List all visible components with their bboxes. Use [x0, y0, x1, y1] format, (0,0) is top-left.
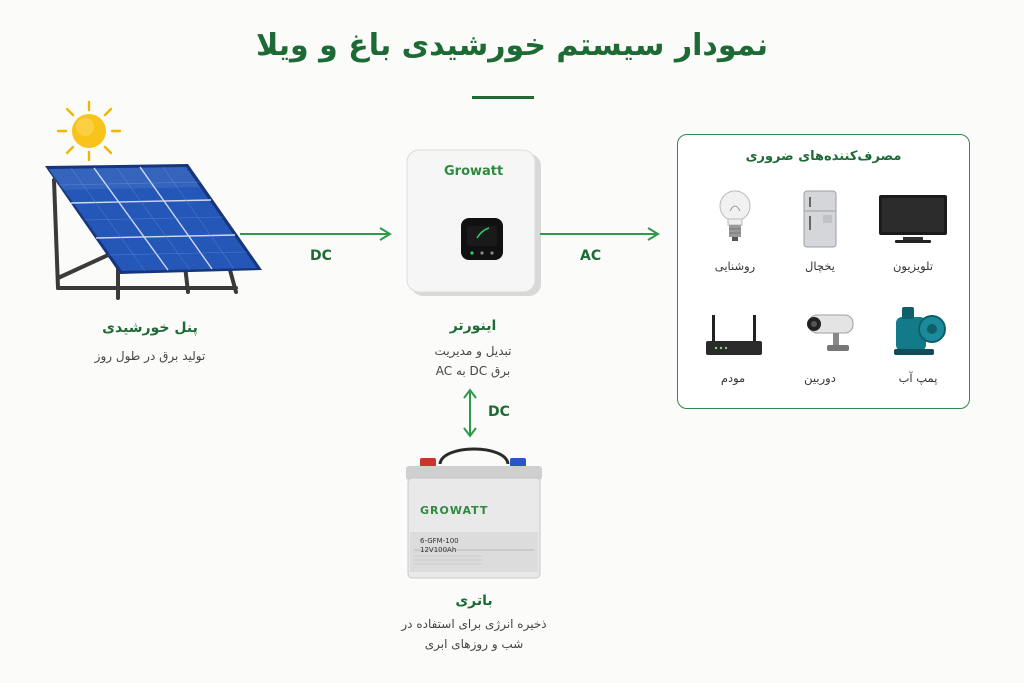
inverter-title: اینورتر: [449, 318, 497, 334]
page-title: نمودار سیستم خورشیدی باغ و ویلا: [255, 28, 769, 63]
fridge-icon: [803, 190, 837, 248]
water-pump-label: پمپ آب: [898, 371, 938, 385]
ac-label: AC: [580, 248, 602, 264]
dc-arrow-inverter-battery: [463, 388, 477, 438]
dc-label-battery: DC: [488, 404, 510, 420]
title-underline: [472, 96, 534, 99]
bulb-label: روشنایی: [714, 259, 756, 273]
cctv-camera-icon: [807, 314, 854, 351]
inverter-image: [406, 149, 541, 296]
router-icon: [706, 315, 762, 355]
dc-label-panel: DC: [310, 248, 332, 264]
fridge-label: یخچال: [805, 259, 835, 273]
battery-title: باتری: [455, 593, 493, 609]
battery-desc-line2: شب و روزهای ابری: [424, 637, 524, 651]
consumers-panel: مصرف‌کننده‌های ضروری تلویزیون یخچال روشن…: [677, 134, 970, 409]
cctv-camera-label: دوربین: [804, 371, 836, 385]
solar-panel-image: [45, 164, 262, 300]
inverter-desc-line2: برق DC به AC: [435, 364, 511, 378]
tv-icon: [879, 195, 947, 243]
router-label: مودم: [720, 371, 746, 385]
sun-icon: [56, 100, 122, 162]
dc-arrow-panel-inverter: [240, 227, 392, 241]
ac-arrow-inverter-loads: [540, 227, 660, 241]
battery-desc-line1: ذخیره انرژی برای استفاده در: [401, 617, 547, 631]
bulb-icon: [719, 190, 751, 241]
inverter-brand: Growatt: [444, 164, 504, 179]
consumers-title: مصرف‌کننده‌های ضروری: [745, 149, 902, 164]
tv-label: تلویزیون: [892, 259, 934, 273]
battery-brand: GROWATT: [420, 504, 489, 517]
battery-model: 6-GFM-100: [420, 537, 459, 545]
water-pump-icon: [894, 307, 946, 355]
inverter-desc-line1: تبدیل و مدیریت: [434, 344, 512, 358]
battery-image: [406, 447, 542, 579]
panel-description: تولید برق در طول روز: [94, 349, 206, 363]
battery-spec: 12V100Ah: [420, 546, 457, 554]
panel-title: پنل خورشیدی: [102, 320, 198, 336]
